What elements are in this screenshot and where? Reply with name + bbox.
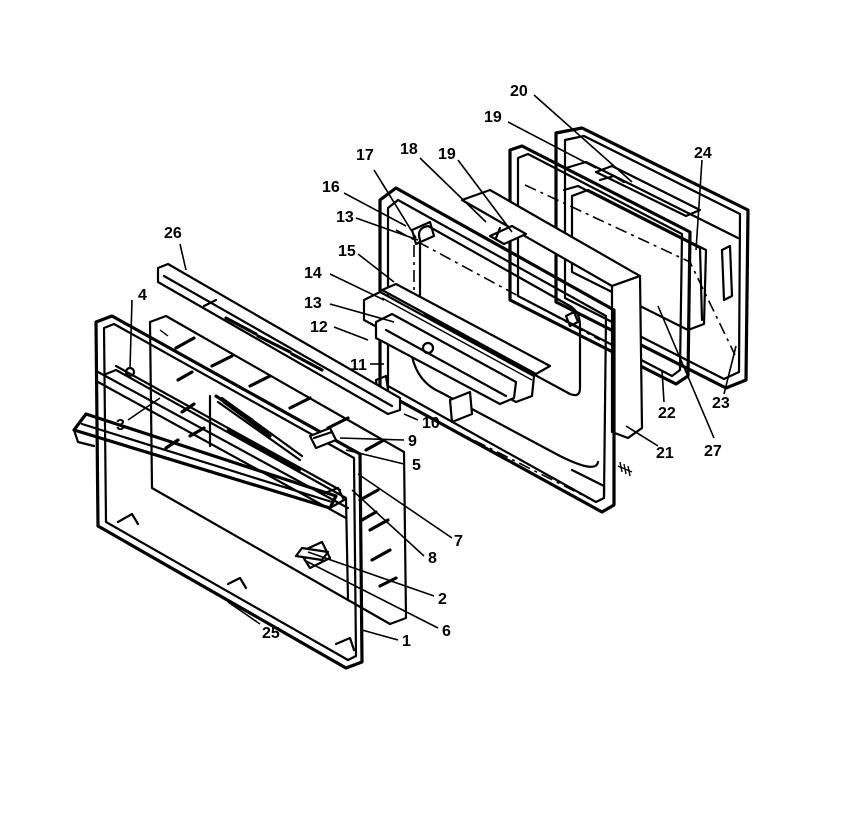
callout-14: 14 <box>304 265 322 282</box>
front-door-frame <box>72 314 364 670</box>
callout-8: 8 <box>428 550 437 567</box>
callout-17: 17 <box>356 147 374 164</box>
callout-12: 12 <box>310 319 328 336</box>
callout-1: 1 <box>402 633 411 650</box>
insulation-block <box>460 188 644 440</box>
callout-5: 5 <box>412 457 421 474</box>
callout-13-upper: 13 <box>336 209 354 226</box>
callout-10: 10 <box>422 415 440 432</box>
callout-24: 24 <box>694 145 712 162</box>
callout-13-lower: 13 <box>304 295 322 312</box>
callout-3: 3 <box>116 417 125 434</box>
callout-21: 21 <box>656 445 674 462</box>
leader-lines <box>127 94 737 641</box>
door-baffle <box>374 312 518 406</box>
outer-door-panel <box>554 126 750 390</box>
callout-25: 25 <box>262 625 280 642</box>
callout-7: 7 <box>454 533 463 550</box>
callout-22: 22 <box>658 405 676 422</box>
callout-20: 20 <box>510 83 528 100</box>
callout-26: 26 <box>164 225 182 242</box>
callout-23: 23 <box>712 395 730 412</box>
callout-6: 6 <box>442 623 451 640</box>
callout-9: 9 <box>408 433 417 450</box>
callout-15: 15 <box>338 243 356 260</box>
callout-19-upper: 19 <box>484 109 502 126</box>
callout-labels: 20 19 24 17 18 19 16 13 26 15 14 4 13 12… <box>116 83 730 650</box>
callout-19-lower: 19 <box>438 146 456 163</box>
callout-2: 2 <box>438 591 447 608</box>
callout-11: 11 <box>350 357 367 374</box>
callout-4: 4 <box>138 287 147 304</box>
callout-16: 16 <box>322 179 340 196</box>
top-trim-strip <box>156 262 402 416</box>
callout-27: 27 <box>704 443 722 460</box>
callout-18: 18 <box>400 141 418 158</box>
